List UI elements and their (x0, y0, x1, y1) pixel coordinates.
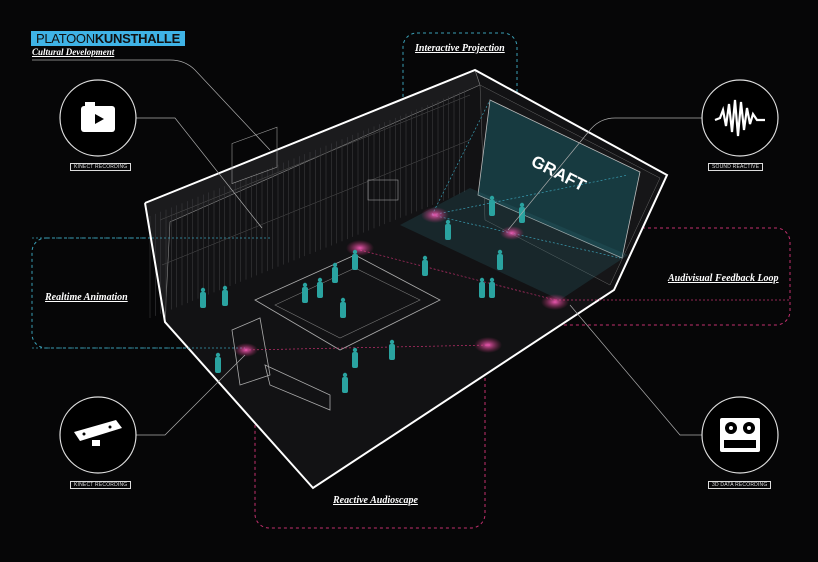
person-figure (445, 219, 451, 240)
tag-kinect-recording-bottom: KINECT RECORDING (70, 481, 132, 489)
projection-floor-area (400, 188, 628, 300)
label-reactive-audioscape: Reactive Audioscape (333, 495, 418, 506)
seating-bar-inner (274, 267, 421, 339)
device-3d-recording (701, 396, 779, 474)
speaker-glow (500, 226, 524, 240)
tag-kinect-recording-top: KINECT RECORDING (70, 163, 132, 171)
person-figure (389, 339, 395, 360)
wall-monitor-right (367, 179, 399, 201)
projection-rays (32, 99, 629, 349)
kinect-sensor-icon (74, 420, 122, 446)
tag-sound-reactive: SOUND REACTIVE (708, 163, 764, 171)
tape-recorder-icon (720, 418, 760, 452)
person-figure (422, 255, 428, 276)
tag-3d-data-recording: 3D DATA RECORDING (708, 481, 772, 489)
person-figure (302, 282, 308, 303)
person-figure (489, 277, 495, 298)
speaker-glow (421, 207, 449, 223)
zone-audiovisual-feedback (519, 227, 791, 326)
brand-logo: PLATOONKUNSTHALLE (31, 31, 185, 46)
audio-rays (244, 249, 790, 351)
person-figure (317, 277, 323, 298)
speaker-glow (346, 240, 374, 256)
person-figure (215, 352, 221, 373)
person-figure (352, 249, 358, 270)
sound-wave-icon (714, 99, 765, 137)
connector-lines (32, 59, 702, 436)
speaker-glow (474, 337, 502, 353)
subtitle: Cultural Development (32, 47, 115, 57)
speaker-glow (541, 294, 569, 310)
person-figure (340, 297, 346, 318)
device-kinect-bottom (59, 396, 137, 474)
camera-icon (81, 102, 115, 132)
projection-screen (477, 99, 641, 259)
wall-ribs (149, 90, 465, 318)
person-figure (222, 285, 228, 306)
seating-bar (254, 254, 441, 351)
stair-block-left (231, 317, 271, 386)
person-figure (479, 277, 485, 298)
brand-light: PLATOON (36, 31, 95, 46)
device-kinect-top (59, 79, 137, 157)
brand-bold: KUNSTHALLE (94, 31, 180, 46)
person-figure (489, 195, 495, 216)
person-figure (200, 287, 206, 308)
stair-block-front (264, 364, 331, 411)
device-sound-reactive (701, 79, 779, 157)
person-figure (332, 262, 338, 283)
person-figure (342, 372, 348, 393)
room-outline (144, 68, 669, 490)
wall-monitor-left (231, 126, 278, 184)
label-realtime-animation: Realtime Animation (45, 292, 128, 303)
room-model: GRAFT (144, 68, 669, 490)
person-figure (352, 347, 358, 368)
speaker-glow (234, 343, 258, 357)
label-audiovisual-feedback: Audivisual Feedback Loop (668, 273, 779, 284)
person-figure (497, 249, 503, 270)
label-interactive-projection: Interactive Projection (415, 43, 505, 54)
visitor-figures (200, 195, 525, 393)
